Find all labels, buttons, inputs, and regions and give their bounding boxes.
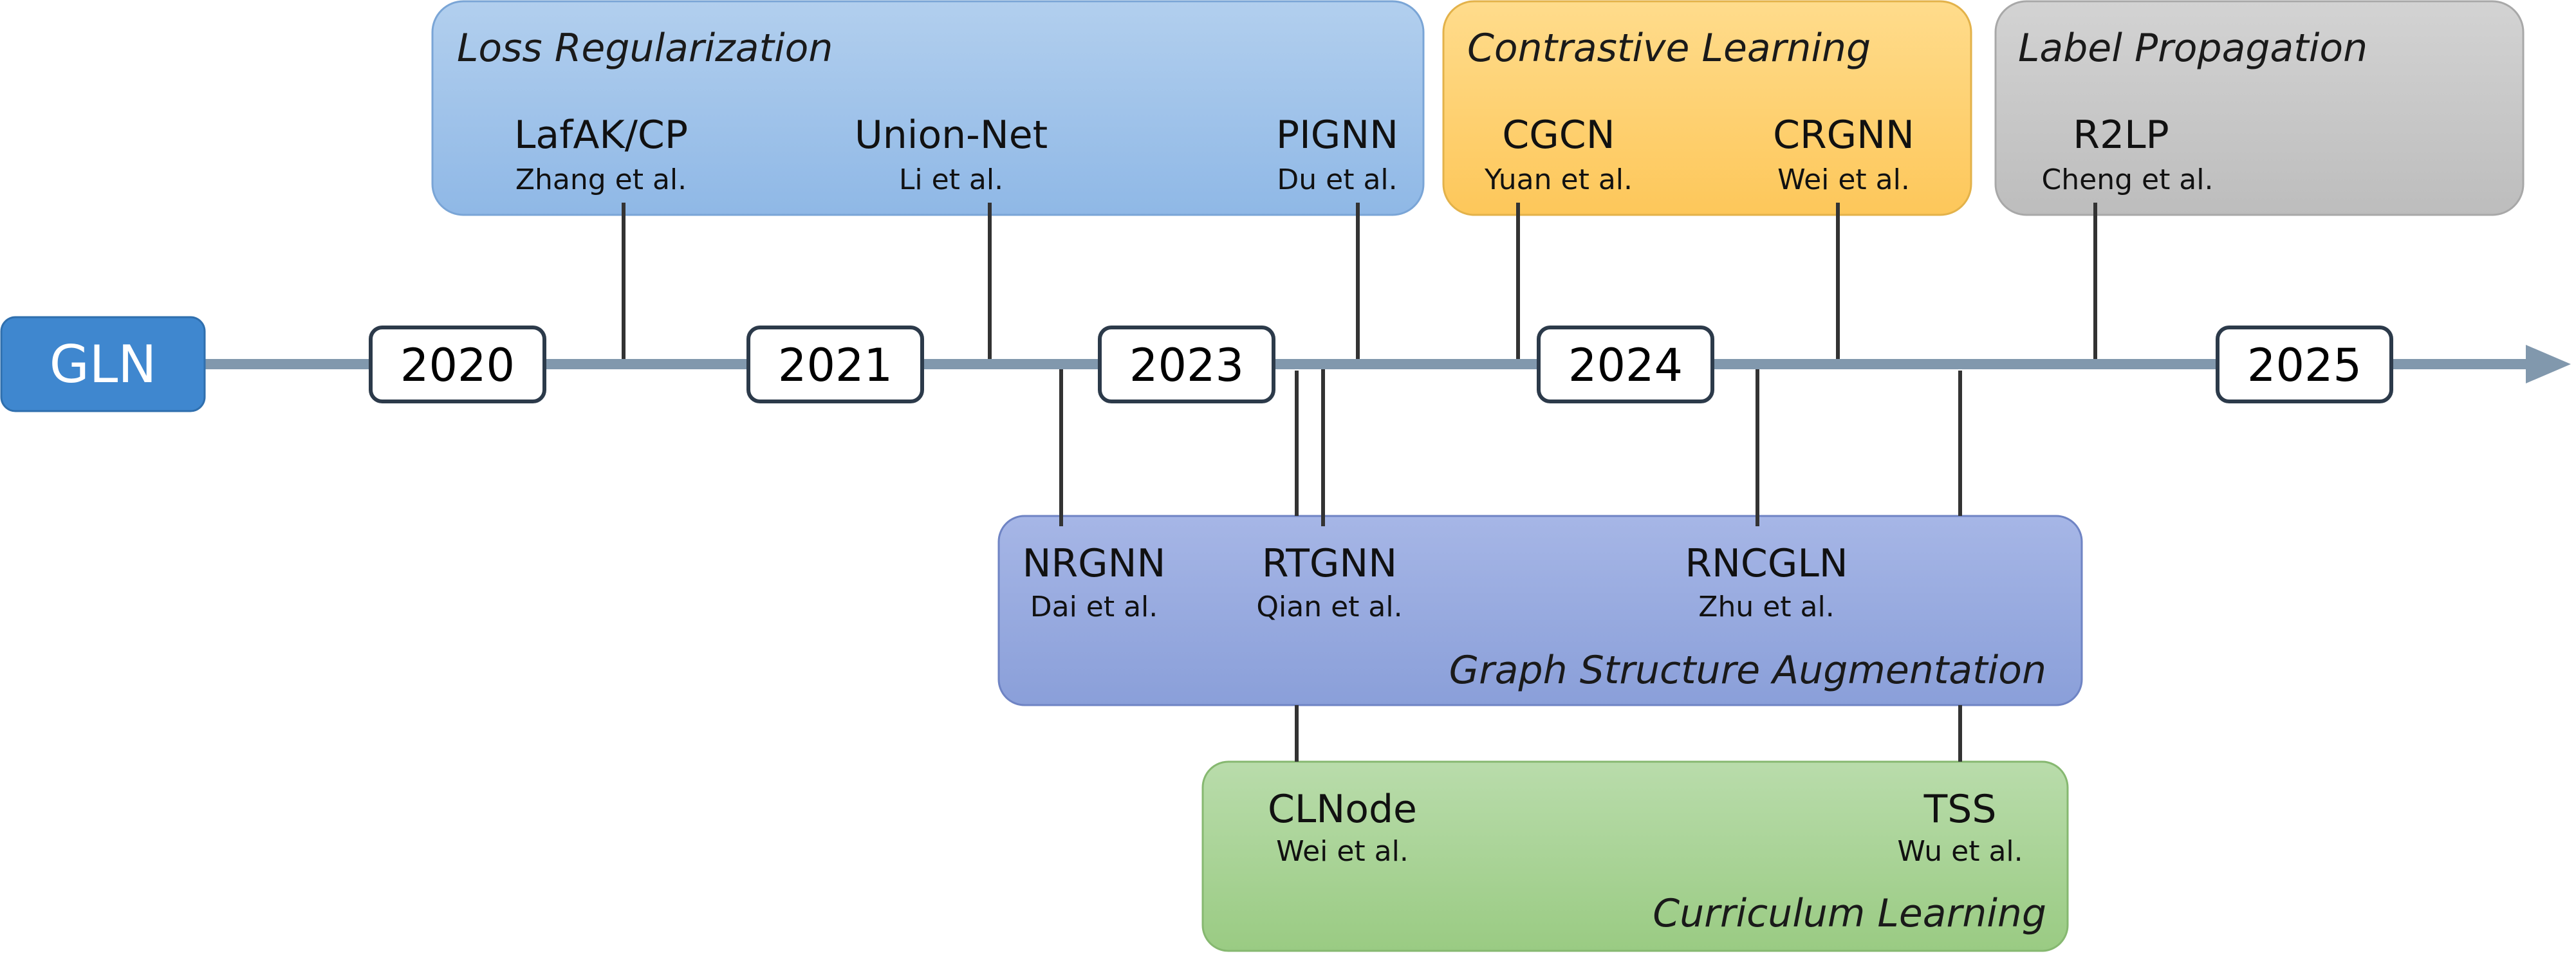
method-pignn: PIGNN Du et al.	[1276, 113, 1398, 196]
method-authors: Zhu et al.	[1698, 591, 1834, 623]
method-r2lp: R2LP Cheng et al.	[2042, 113, 2214, 196]
category-box	[431, 0, 1425, 216]
method-authors: Zhang et al.	[515, 163, 687, 196]
root-label: GLN	[50, 335, 156, 394]
method-crgnn: CRGNN Wei et al.	[1773, 113, 1914, 196]
year-label: 2023	[1129, 339, 1244, 392]
method-clnode: CLNode Wei et al.	[1268, 787, 1417, 868]
category-title: Loss Regularization	[457, 26, 833, 71]
method-lafak-cp: LafAK/CP Zhang et al.	[514, 113, 688, 196]
category-label-propagation: Label Propagation	[1994, 0, 2525, 216]
year-box	[1537, 326, 1714, 403]
method-name: R2LP	[2073, 113, 2169, 158]
method-union-net: Union-Net Li et al.	[855, 113, 1048, 196]
year-marker: 2025	[2216, 326, 2393, 403]
method-name: CRGNN	[1773, 113, 1914, 158]
year-label: 2020	[400, 339, 515, 392]
year-label: 2025	[2247, 339, 2362, 392]
method-name: LafAK/CP	[514, 113, 688, 158]
year-box	[746, 326, 924, 403]
connectors	[622, 203, 2097, 762]
year-box	[1098, 326, 1275, 403]
method-name: CLNode	[1268, 787, 1417, 832]
method-name: TSS	[1923, 787, 1997, 832]
timeline-axis	[193, 345, 2571, 383]
method-authors: Wei et al.	[1777, 163, 1910, 196]
root-node: GLN	[0, 316, 206, 412]
year-marker: 2023	[1098, 326, 1275, 403]
category-loss-regularization: Loss Regularization	[431, 0, 1425, 216]
method-name: PIGNN	[1276, 113, 1398, 158]
year-marker: 2024	[1537, 326, 1714, 403]
method-tss: TSS Wu et al.	[1897, 787, 2023, 868]
method-name: Union-Net	[855, 113, 1048, 158]
category-title: Curriculum Learning	[1653, 891, 2046, 936]
method-name: NRGNN	[1023, 541, 1166, 586]
category-title: Contrastive Learning	[1467, 26, 1871, 71]
year-markers: 2020 2021 2023 2024 2025	[369, 326, 2393, 403]
category-box	[997, 515, 2083, 706]
method-name: RTGNN	[1262, 541, 1397, 586]
method-rncgln: RNCGLN Zhu et al.	[1685, 541, 1848, 623]
year-box	[2216, 326, 2393, 403]
root-box	[0, 316, 206, 412]
year-box	[369, 326, 546, 403]
category-box	[1994, 0, 2525, 216]
method-authors: Cheng et al.	[2042, 163, 2214, 196]
axis-arrowhead-icon	[2526, 345, 2571, 383]
method-name: CGCN	[1502, 113, 1615, 158]
method-authors: Dai et al.	[1030, 591, 1158, 623]
method-name: RNCGLN	[1685, 541, 1848, 586]
category-box	[1442, 0, 1972, 216]
year-marker: 2020	[369, 326, 546, 403]
methods: LafAK/CP Zhang et al. Union-Net Li et al…	[514, 113, 2213, 868]
method-authors: Qian et al.	[1256, 591, 1402, 623]
category-box	[1201, 760, 2069, 952]
method-rtgnn: RTGNN Qian et al.	[1256, 541, 1402, 623]
year-label: 2024	[1568, 339, 1683, 392]
category-contrastive-learning: Contrastive Learning	[1442, 0, 1972, 216]
category-graph-structure-augmentation: Graph Structure Augmentation	[997, 515, 2083, 706]
method-nrgnn: NRGNN Dai et al.	[1023, 541, 1166, 623]
method-authors: Wei et al.	[1276, 835, 1409, 868]
method-authors: Wu et al.	[1897, 835, 2023, 868]
category-title: Label Propagation	[2018, 26, 2368, 71]
method-authors: Du et al.	[1277, 163, 1397, 196]
year-label: 2021	[778, 339, 893, 392]
method-cgcn: CGCN Yuan et al.	[1484, 113, 1633, 196]
method-authors: Yuan et al.	[1484, 163, 1633, 196]
method-authors: Li et al.	[899, 163, 1003, 196]
year-marker: 2021	[746, 326, 924, 403]
category-curriculum-learning: Curriculum Learning	[1201, 760, 2069, 952]
category-title: Graph Structure Augmentation	[1449, 648, 2046, 693]
